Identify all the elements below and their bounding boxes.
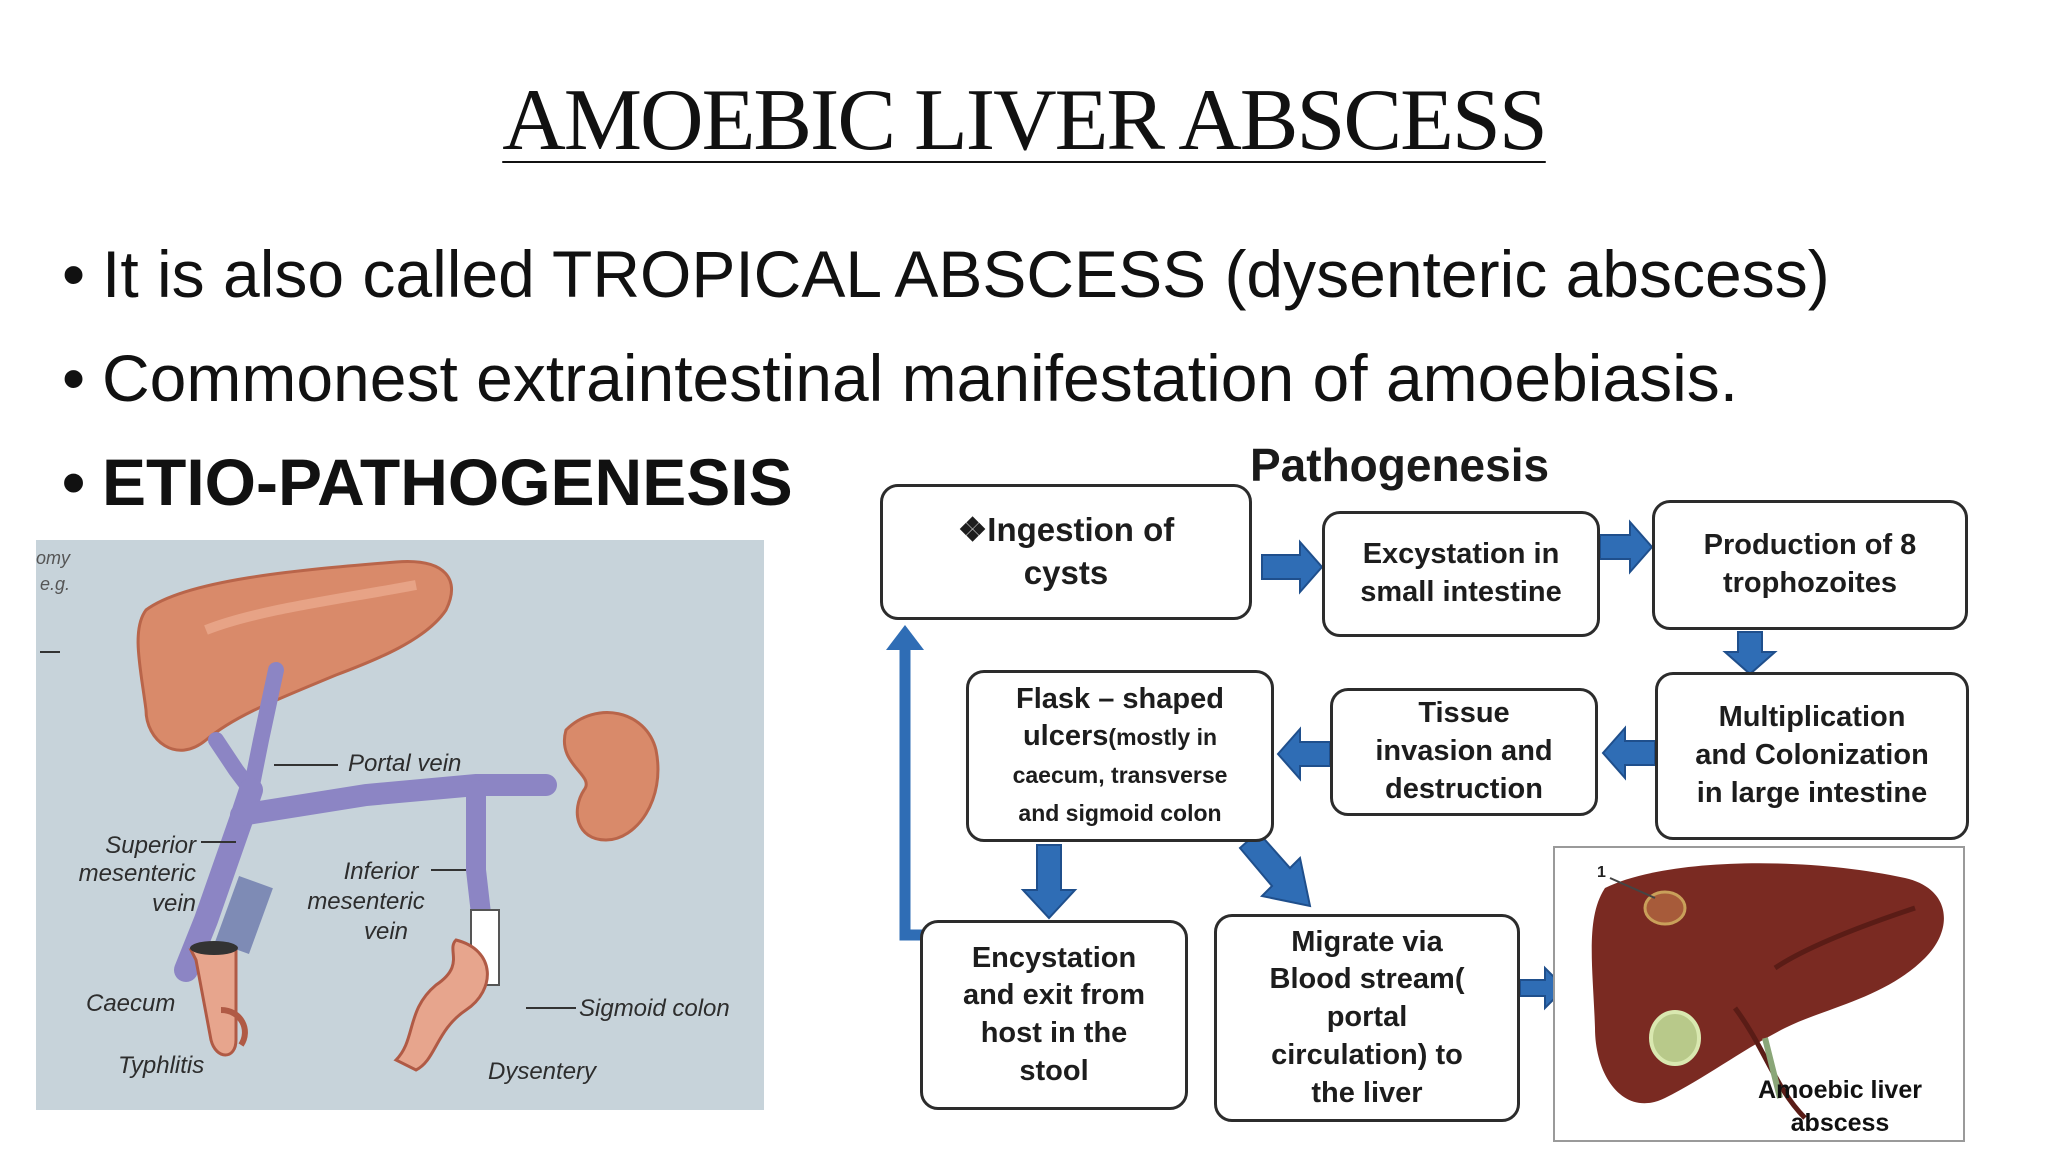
label-inferior: Inferior <box>343 858 419 885</box>
bullet-item: •Commonest extraintestinal manifestation… <box>62 341 1739 415</box>
label-mesenteric-2: mesenteric <box>307 888 425 915</box>
arrow-right <box>1261 539 1324 595</box>
liver-abscess-image: 1 <box>1553 846 1965 1142</box>
label-superior: Superior <box>105 832 196 859</box>
label-sigmoid-colon: Sigmoid colon <box>579 995 730 1022</box>
arrow-down <box>1722 631 1778 676</box>
liver-marker: 1 <box>1597 864 1606 881</box>
label-dysentery: Dysentery <box>488 1058 597 1085</box>
arrow-right <box>1599 519 1654 575</box>
bullet-item: •It is also called TROPICAL ABSCESS (dys… <box>62 237 1830 311</box>
corner-text: omy <box>36 548 71 568</box>
portal-circulation-drawing <box>40 560 660 1072</box>
liver-abscess-drawing <box>1591 863 1944 1120</box>
arrow-left <box>1601 725 1656 781</box>
arrow-left <box>1276 726 1331 782</box>
label-mesenteric-1: mesenteric <box>78 860 196 887</box>
abscess-spot <box>1643 890 1687 926</box>
flowchart-title: Pathogenesis <box>1250 439 1550 491</box>
label-vein-2: vein <box>363 918 409 945</box>
label-vein-1: vein <box>151 890 196 917</box>
label-caecum: Caecum <box>86 990 176 1017</box>
arrow-down <box>1020 844 1078 920</box>
label-typhlitis: Typhlitis <box>118 1052 205 1079</box>
label-portal-vein: Portal vein <box>348 750 462 777</box>
bullet-item-heading: •ETIO-PATHOGENESIS <box>62 445 793 519</box>
abscess-spot <box>1649 1010 1701 1066</box>
portal-circulation-figure: omy e.g. Portal vein Superior mesenteric… <box>36 540 764 1110</box>
arrow-diagonal <box>1238 830 1312 908</box>
slide-title: AMOEBIC LIVER ABSCESS <box>502 72 1548 169</box>
corner-text: e.g. <box>40 574 71 594</box>
